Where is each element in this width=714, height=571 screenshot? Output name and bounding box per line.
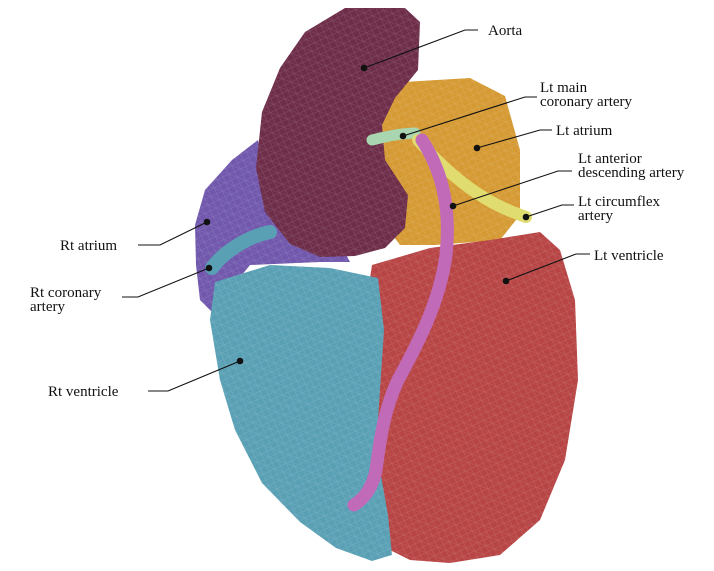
label-rt-ventricle: Rt ventricle: [48, 384, 119, 400]
label-rt-atrium: Rt atrium: [60, 238, 117, 254]
label-aorta: Aorta: [488, 23, 522, 39]
label-lt-atrium: Lt atrium: [556, 123, 613, 139]
label-lt-anterior-descending-line2: descending artery: [578, 165, 685, 181]
label-lt-ventricle: Lt ventricle: [594, 248, 664, 264]
label-rt-coronary-artery-line2: artery: [30, 299, 65, 315]
label-lt-circumflex-line2: artery: [578, 208, 613, 224]
label-lt-main-coronary-artery-line2: coronary artery: [540, 94, 633, 110]
